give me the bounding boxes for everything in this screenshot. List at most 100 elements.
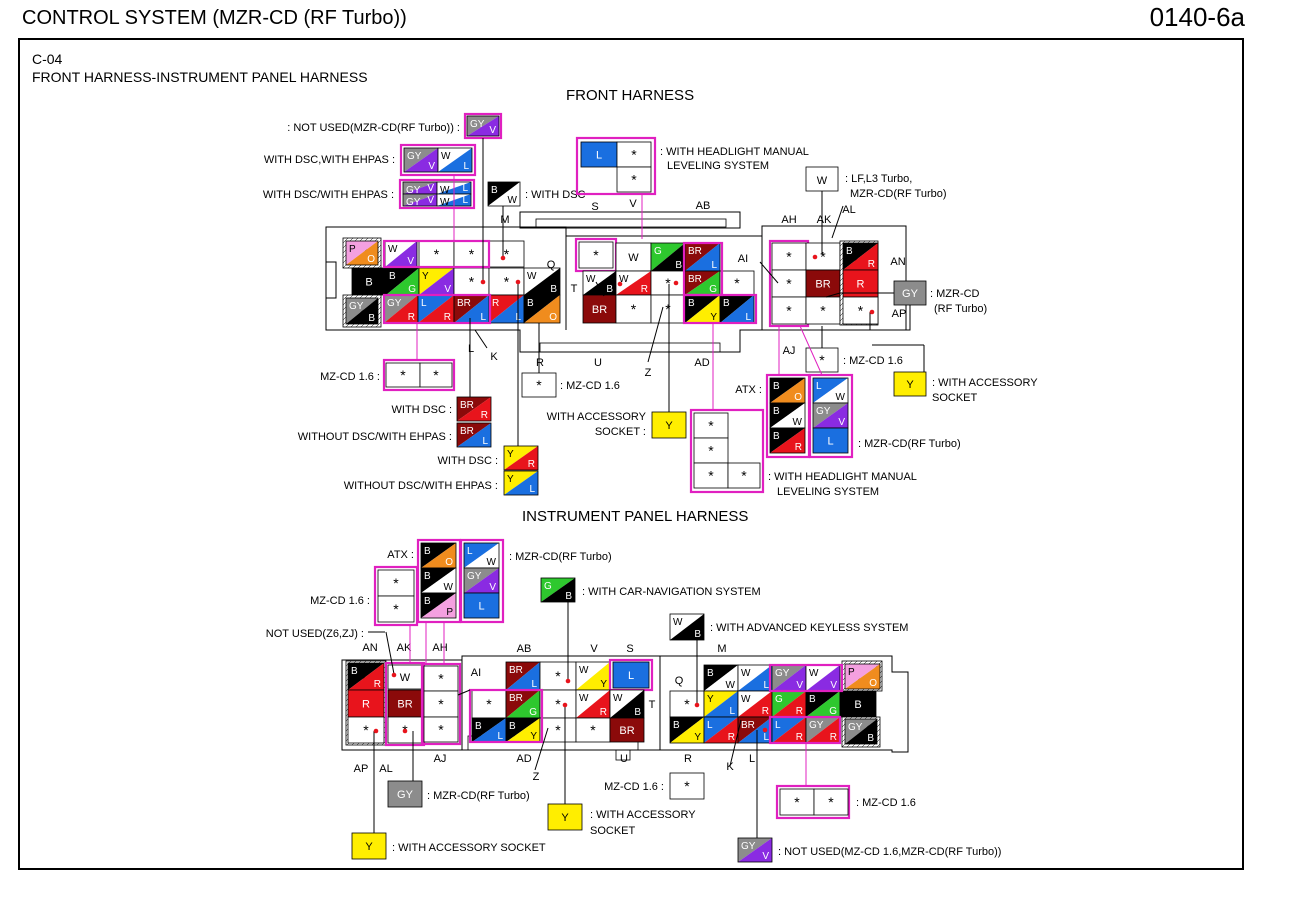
terminal-label: AH <box>781 214 796 226</box>
wire-code: B <box>773 381 780 392</box>
wire-color-cell <box>737 837 773 863</box>
asterisk: * <box>741 468 747 484</box>
connector-code: C-04 <box>32 51 63 67</box>
wire-code: B <box>527 298 534 309</box>
terminal-label: Q <box>675 675 684 687</box>
terminal-label: K <box>490 351 498 363</box>
asterisk: * <box>828 794 834 810</box>
wire-code: R <box>492 298 499 309</box>
terminal-label: T <box>571 283 578 295</box>
wire-color-cell <box>503 445 539 471</box>
note: NOT USED(Z6,ZJ) : <box>266 628 364 640</box>
wire-code: B <box>351 666 358 677</box>
terminal-label: AK <box>397 642 412 654</box>
wire-stripe-code: V <box>762 851 769 862</box>
leader-line <box>869 305 911 331</box>
wire-stripe-color <box>770 378 805 403</box>
wire-code: B <box>424 596 431 607</box>
wire-code: B <box>424 571 431 582</box>
wire-code: GY <box>741 841 756 852</box>
note: : MZ-CD 1.6 <box>843 355 903 367</box>
ip-harness-heading: INSTRUMENT PANEL HARNESS <box>522 508 749 525</box>
note: WITH DSC/WITH EHPAS : <box>263 189 394 201</box>
wire-stripe-code: R <box>830 732 837 743</box>
wire-stripe-code: R <box>728 732 735 743</box>
housing-latch <box>615 749 631 761</box>
wire-stripe-color <box>583 271 616 295</box>
terminal-dot <box>500 255 506 261</box>
terminal-dot <box>562 702 568 708</box>
wire-stripe-color <box>454 295 489 323</box>
wire-code: BR <box>688 274 702 285</box>
note: WITH DSC,WITH EHPAS : <box>264 154 395 166</box>
wire-stripe-color <box>506 662 540 690</box>
wire-stripe-color <box>685 295 720 323</box>
wire-code: P <box>848 667 855 678</box>
wire-stripe-code: O <box>549 312 557 323</box>
housing-latch <box>535 218 727 228</box>
highlight-frame <box>768 715 842 745</box>
highlight-frame <box>768 663 844 693</box>
terminal-dot <box>673 280 679 286</box>
wire-stripe-color <box>616 271 651 295</box>
housing-latch <box>539 342 721 353</box>
wire-code: B <box>365 277 372 289</box>
wire-code: B <box>723 298 730 309</box>
terminal-label: AK <box>817 214 832 226</box>
wire-stripe-code: O <box>367 254 375 265</box>
highlight-frame <box>775 784 851 820</box>
wire-stripe-code: O <box>445 557 453 568</box>
blank-cell <box>669 772 705 800</box>
wire-code: L <box>467 546 473 557</box>
wire-stripe-color <box>813 403 848 428</box>
wire-stripe-code: W <box>726 680 736 691</box>
wire-code: B <box>491 185 498 196</box>
wire-code: W <box>673 617 683 628</box>
wire-code: GY <box>407 151 422 162</box>
asterisk: * <box>504 274 510 290</box>
highlight-frame <box>575 136 657 196</box>
wire-stripe-code: L <box>462 183 468 194</box>
asterisk: * <box>555 668 561 684</box>
asterisk: * <box>631 147 637 163</box>
leader-line <box>474 329 488 349</box>
terminal-label: U <box>620 753 628 765</box>
wire-code: B <box>809 694 816 705</box>
terminal-label: U <box>594 357 602 369</box>
wire-code: W <box>440 185 450 196</box>
wire-stripe-color <box>346 241 378 265</box>
wire-stripe-code: L <box>729 706 735 717</box>
wire-stripe-color <box>488 182 520 206</box>
wire-stripe-color <box>738 838 772 862</box>
wire-stripe-code: B <box>550 284 557 295</box>
wire-code: W <box>579 693 589 704</box>
terminal-label: AP <box>354 763 369 775</box>
wire-stripe-color <box>524 268 560 295</box>
highlight-frame <box>468 688 544 744</box>
wire-stripe-color <box>348 663 384 690</box>
wire-code: L <box>827 436 833 448</box>
leader-line <box>647 306 664 363</box>
wire-code: BR <box>815 279 830 291</box>
blank-cell <box>578 241 614 269</box>
blank-cell <box>650 294 686 324</box>
wire-color-cell <box>351 832 387 860</box>
hatch-line <box>342 294 349 301</box>
wire-stripe-code: W <box>487 557 497 568</box>
wire-code: BR <box>741 720 755 731</box>
terminal-label: AB <box>517 643 532 655</box>
wire-code: B <box>424 546 431 557</box>
wire-stripe-color <box>806 691 840 717</box>
wire-stripe-code: R <box>600 707 607 718</box>
hatch-line <box>342 237 349 244</box>
wire-stripe-color <box>403 182 437 194</box>
highlight-frame <box>682 293 758 325</box>
note: WITH DSC : <box>392 404 453 416</box>
asterisk: * <box>820 249 826 265</box>
wire-stripe-code: L <box>462 195 468 206</box>
wire-code: BR <box>397 699 412 711</box>
wire-stripe-color <box>770 428 805 453</box>
blank-cell <box>616 141 652 168</box>
wire-code: BR <box>619 725 634 737</box>
